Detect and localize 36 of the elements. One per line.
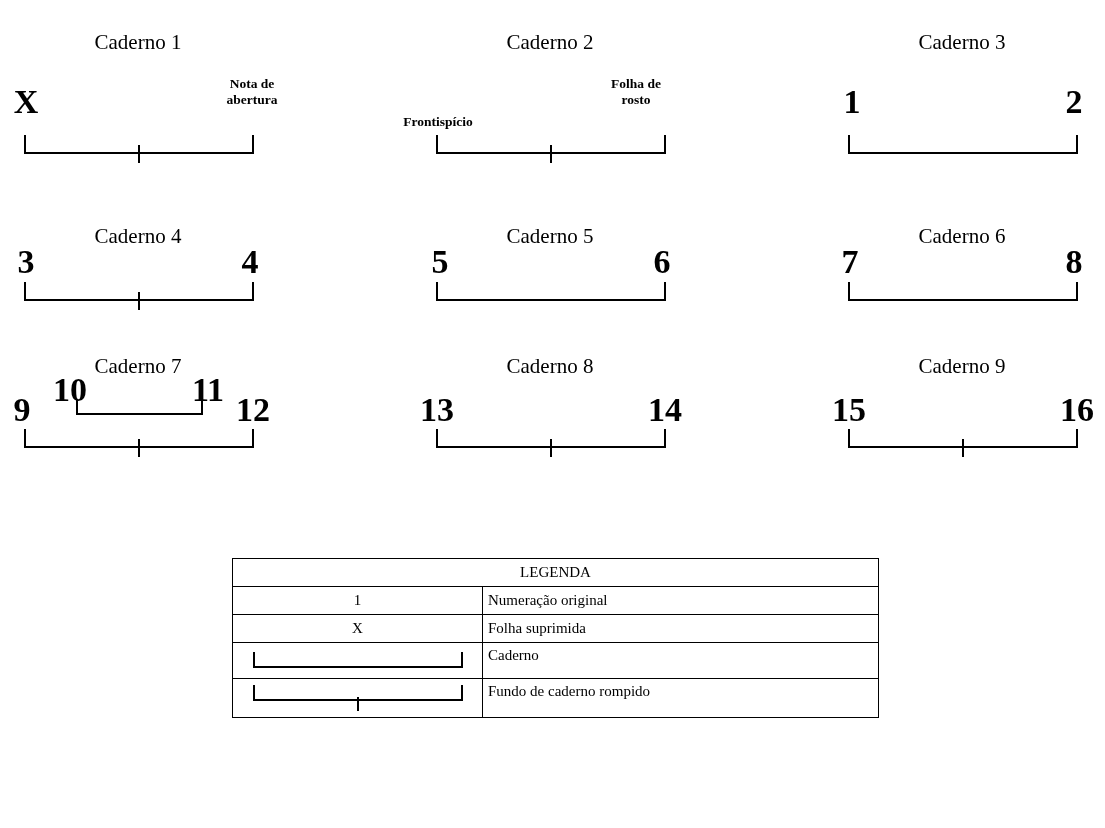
gathering-title: Caderno 3 — [918, 31, 1006, 53]
legend-text: Folha suprimida — [482, 614, 879, 643]
leaf-number: 10 — [53, 373, 87, 407]
leaf-number: 11 — [191, 373, 225, 407]
leaf-mark: X — [13, 85, 39, 119]
leaf-label: Frontispício — [403, 114, 473, 130]
legend-text: Numeração original — [482, 586, 879, 615]
leaf-number: 2 — [1065, 85, 1083, 119]
leaf-number: 5 — [431, 245, 449, 279]
legend-key: X — [232, 614, 483, 643]
legend-key: 1 — [232, 586, 483, 615]
leaf-label: Folha de rosto — [610, 76, 662, 108]
leaf-number: 15 — [832, 393, 866, 427]
gathering-title: Caderno 4 — [94, 225, 182, 247]
gathering-title: Caderno 1 — [94, 31, 182, 53]
leaf-number: 14 — [648, 393, 682, 427]
gathering-title: Caderno 9 — [918, 355, 1006, 377]
leaf-label: Nota de abertura — [225, 76, 279, 108]
leaf-number: 12 — [236, 393, 270, 427]
leaf-number: 9 — [13, 393, 31, 427]
legend-header: LEGENDA — [232, 558, 879, 587]
leaf-number: 3 — [17, 245, 35, 279]
leaf-number: 8 — [1065, 245, 1083, 279]
leaf-number: 7 — [841, 245, 859, 279]
leaf-number: 16 — [1060, 393, 1094, 427]
gathering-title: Caderno 5 — [506, 225, 594, 247]
gathering-title: Caderno 8 — [506, 355, 594, 377]
gathering-title: Caderno 7 — [94, 355, 182, 377]
leaf-number: 4 — [241, 245, 259, 279]
leaf-number: 1 — [843, 85, 861, 119]
leaf-number: 6 — [653, 245, 671, 279]
gathering-title: Caderno 6 — [918, 225, 1006, 247]
legend-text: Caderno — [482, 642, 879, 679]
leaf-number: 13 — [420, 393, 454, 427]
gathering-title: Caderno 2 — [506, 31, 594, 53]
legend-text: Fundo de caderno rompido — [482, 678, 879, 718]
